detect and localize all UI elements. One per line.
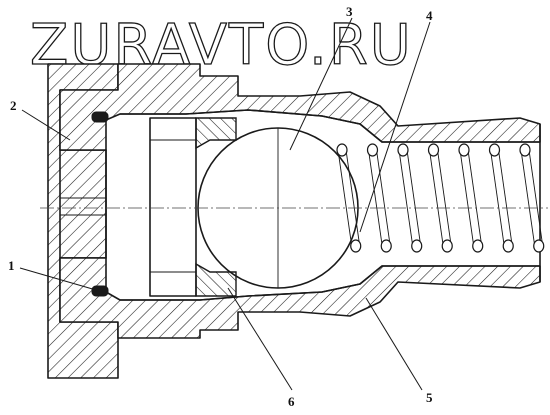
spring-coil-section: [488, 143, 501, 157]
spring-coil: [429, 149, 444, 247]
callout-3: 3: [346, 4, 353, 19]
spring-coil: [337, 149, 353, 247]
seal-ring-part-1: [91, 111, 109, 297]
spring-coil: [528, 149, 544, 247]
spring-coil-section: [397, 143, 409, 157]
spring-coil-section: [336, 143, 348, 157]
seat-sleeve-part-6: [149, 117, 237, 297]
spring-coil-section: [519, 143, 531, 157]
callout-6: 6: [288, 394, 295, 409]
spring-coil: [490, 149, 505, 247]
spring-coil: [398, 149, 414, 247]
spring-coil: [376, 149, 391, 247]
spring-coil-section: [458, 143, 470, 157]
spring-coil-section: [366, 143, 379, 157]
leader-lines: [19, 17, 431, 391]
spring-coil-section: [533, 239, 545, 253]
spring-coil: [406, 149, 422, 247]
spring-coil-section: [441, 239, 453, 253]
spring-coil-section: [380, 239, 392, 253]
callout-4: 4: [426, 8, 433, 23]
spring-coil-section: [411, 239, 423, 253]
spring-coil-section: [350, 239, 362, 253]
spring-coil: [459, 149, 475, 247]
spring-coil: [345, 149, 361, 247]
callout-5: 5: [426, 390, 433, 405]
spring-coil-section: [502, 239, 514, 253]
spring-coil-section: [427, 143, 440, 157]
spring-coil-section: [472, 239, 484, 253]
spring-coil: [498, 149, 513, 247]
spring-coil: [520, 149, 536, 247]
housing-part-5: [59, 63, 541, 339]
spring-coil: [437, 149, 452, 247]
spring-coil: [368, 149, 383, 247]
callout-2: 2: [10, 98, 17, 113]
spring-part-4: [336, 143, 545, 253]
spring-coil: [467, 149, 483, 247]
callout-1: 1: [8, 258, 15, 273]
